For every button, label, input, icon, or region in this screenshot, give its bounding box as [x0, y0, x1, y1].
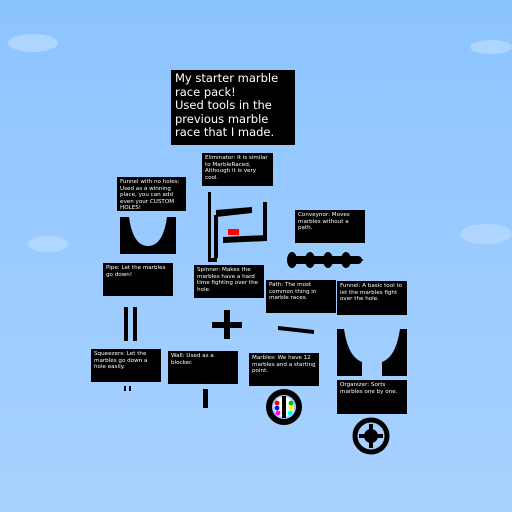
funnel-note: Funnel: A basic tool to let the marbles … — [337, 281, 407, 315]
cloud — [460, 224, 512, 244]
marble — [274, 400, 280, 406]
marbles-piece[interactable] — [266, 389, 302, 425]
marble — [288, 400, 294, 406]
eliminator-piece[interactable] — [208, 192, 267, 262]
marble — [287, 410, 293, 416]
eliminator-note: Eliminator: It is similar to MarbleRaced… — [202, 153, 273, 186]
cloud — [8, 34, 58, 52]
cloud — [470, 40, 512, 54]
spinner-piece[interactable] — [212, 310, 242, 339]
organizer-piece[interactable] — [352, 417, 390, 455]
marble — [275, 410, 281, 416]
eliminator-red-block — [228, 229, 239, 235]
organizer-note: Organizer: Sorts marbles one by one. — [337, 380, 407, 414]
wall-piece[interactable] — [203, 389, 208, 408]
funnel-no-holes-note: Funnel with no holes: Used as a winning … — [117, 177, 186, 211]
path-note: Path: The most common thing in marble ra… — [266, 280, 336, 313]
path-piece[interactable] — [278, 326, 314, 334]
funnel-no-holes-piece[interactable] — [120, 217, 176, 254]
cloud — [28, 236, 68, 252]
conveyor-piece[interactable] — [287, 252, 364, 268]
marble — [274, 405, 280, 411]
title-note: My starter marble race pack! Used tools … — [171, 70, 295, 145]
squeezers-piece[interactable] — [124, 386, 131, 391]
conveyor-note: Conveynor: Moves marbles without a path. — [295, 210, 365, 243]
wall-note: Wall: Used as a blocker. — [168, 351, 238, 384]
marble — [288, 405, 294, 411]
marbles-note: Marbles: We have 12 marbles and a starti… — [249, 353, 319, 386]
spinner-note: Spinner: Makes the marbles have a hard t… — [194, 265, 264, 298]
pipe-piece[interactable] — [124, 307, 137, 341]
funnel-piece[interactable] — [337, 329, 407, 376]
squeezers-note: Squeezers: Let the marbles go down a hol… — [91, 349, 161, 382]
pipe-note: Pipe: Let the marbles go down! — [103, 263, 173, 296]
